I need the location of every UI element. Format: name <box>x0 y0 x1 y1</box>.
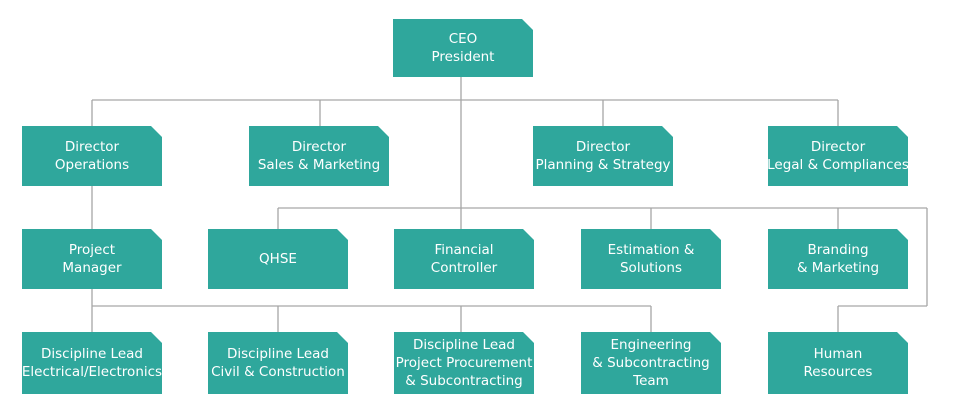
node-label-line: QHSE <box>259 251 297 267</box>
node-label-line: & Marketing <box>796 260 880 276</box>
node-label-line: Controller <box>430 260 498 276</box>
node-label-line: Solutions <box>619 260 683 276</box>
node-label-line: Manager <box>62 260 122 276</box>
node-branding-marketing: Branding & Marketing <box>768 229 908 289</box>
node-qhse: QHSE <box>208 229 348 289</box>
node-label-line: Sales & Marketing <box>257 157 381 173</box>
node-label-line: Engineering <box>610 337 692 353</box>
node-label-line: Human <box>813 346 863 362</box>
node-label-line: Electrical/Electronics <box>21 364 163 380</box>
node-label-line: Director <box>291 139 347 155</box>
node-label-line: Operations <box>54 157 130 173</box>
node-label-line: Team <box>633 373 669 389</box>
node-label-line: Director <box>810 139 866 155</box>
node-label-line: Resources <box>803 364 873 380</box>
node-label-line: Civil & Construction <box>211 364 345 380</box>
node-label-line: Director <box>64 139 120 155</box>
node-label-line: Project Procurement <box>395 355 533 371</box>
node-label-line: & Subcontracting <box>592 355 710 371</box>
node-label-line: Legal & Compliances <box>767 157 909 173</box>
node-label-line: President <box>431 49 495 65</box>
node-label-line: Discipline Lead <box>40 346 143 362</box>
node-label-line: Project <box>68 242 116 258</box>
node-ceo-president: CEO President <box>393 19 533 77</box>
node-label-line: Planning & Strategy <box>535 157 671 173</box>
node-label-line: Branding <box>807 242 869 258</box>
node-label-line: & Subcontracting <box>405 373 523 389</box>
node-label-line: CEO <box>448 31 478 47</box>
node-label-line: Estimation & <box>607 242 695 258</box>
node-label-line: Discipline Lead <box>412 337 515 353</box>
node-label-line: Discipline Lead <box>226 346 329 362</box>
node-label-line: Financial <box>434 242 494 258</box>
node-label-line: Director <box>575 139 631 155</box>
node-estimation-solutions: Estimation & Solutions <box>581 229 721 289</box>
